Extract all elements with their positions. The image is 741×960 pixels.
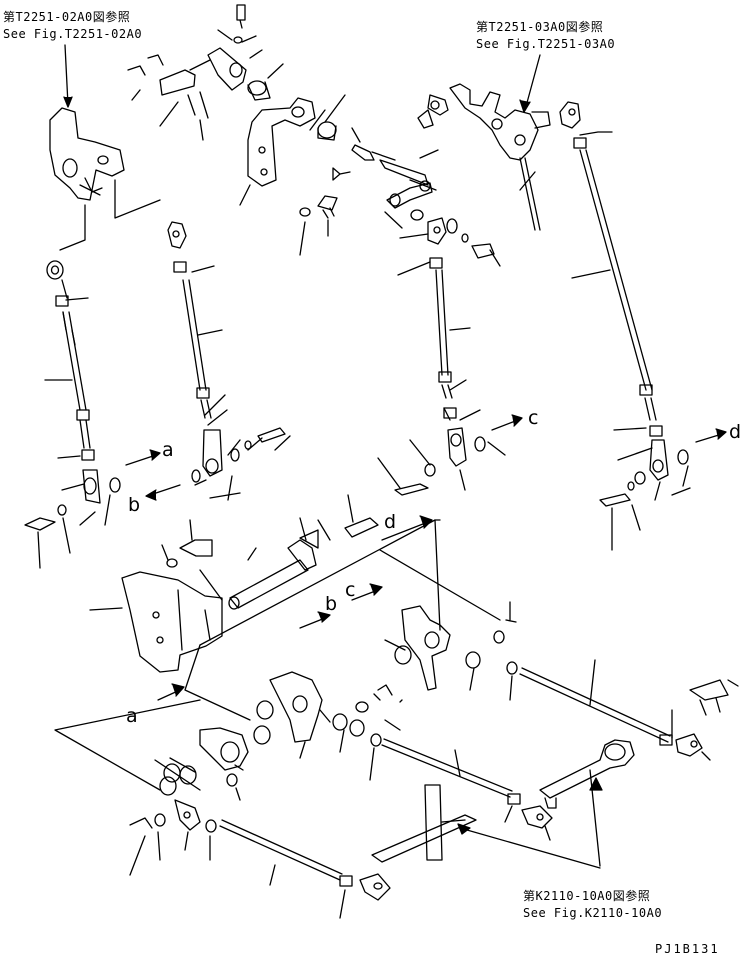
- ref-arrow-t2251-02a0: [64, 44, 69, 106]
- lower-left-link-assembly: [129, 727, 391, 901]
- rod-right-3: [394, 209, 501, 496]
- center-small-parts: [299, 144, 433, 219]
- letter-c-upper: c: [528, 407, 539, 429]
- arrow-c-mid: [351, 583, 383, 601]
- ref-jp-t2251-03a0: 第T2251-03A0図参照: [476, 20, 604, 34]
- letter-a-upper: a: [162, 439, 174, 461]
- arrow-d-mid: [381, 515, 433, 541]
- pedal-assembly: [371, 739, 635, 863]
- right-governor-assembly: [417, 83, 581, 231]
- ref-en-t2251-03a0: See Fig.T2251-03A0: [476, 37, 616, 51]
- left-bracket-assembly: [49, 107, 125, 201]
- arrow-b-upper: [145, 484, 181, 501]
- rod-left-1: [24, 260, 121, 531]
- arrow-d-upper: [695, 428, 727, 443]
- center-shaft-assembly: [121, 517, 379, 673]
- ref-arrow-t2251-03a0: [524, 54, 541, 111]
- arrow-a-lower: [157, 683, 185, 701]
- top-center-parts: [127, 4, 271, 119]
- ref-jp-t2251-02a0: 第T2251-02A0図参照: [3, 10, 131, 24]
- letter-b-mid: b: [325, 593, 338, 615]
- arrow-c-upper: [491, 414, 523, 431]
- drawing-number: PJ1B131: [655, 942, 720, 956]
- ref-en-t2251-02a0: See Fig.T2251-02A0: [3, 27, 143, 41]
- letter-d-mid: d: [384, 511, 397, 533]
- arrow-a-upper: [125, 449, 161, 466]
- letter-a-lower: a: [126, 705, 138, 727]
- lower-lever-assembly: [394, 605, 739, 757]
- arrow-b-mid: [299, 611, 331, 629]
- rod-left-2: [167, 221, 286, 483]
- letter-b-upper: b: [128, 494, 141, 516]
- center-bracket: [247, 97, 337, 187]
- letter-c-mid: c: [345, 579, 356, 601]
- letter-d-upper: d: [729, 421, 741, 443]
- rod-far-right: [573, 137, 689, 507]
- ref-jp-k2110-10a0: 第K2110-10A0図参照: [523, 889, 651, 903]
- ref-en-k2110-10a0: See Fig.K2110-10A0: [523, 906, 663, 920]
- lower-center-parts: [253, 671, 553, 829]
